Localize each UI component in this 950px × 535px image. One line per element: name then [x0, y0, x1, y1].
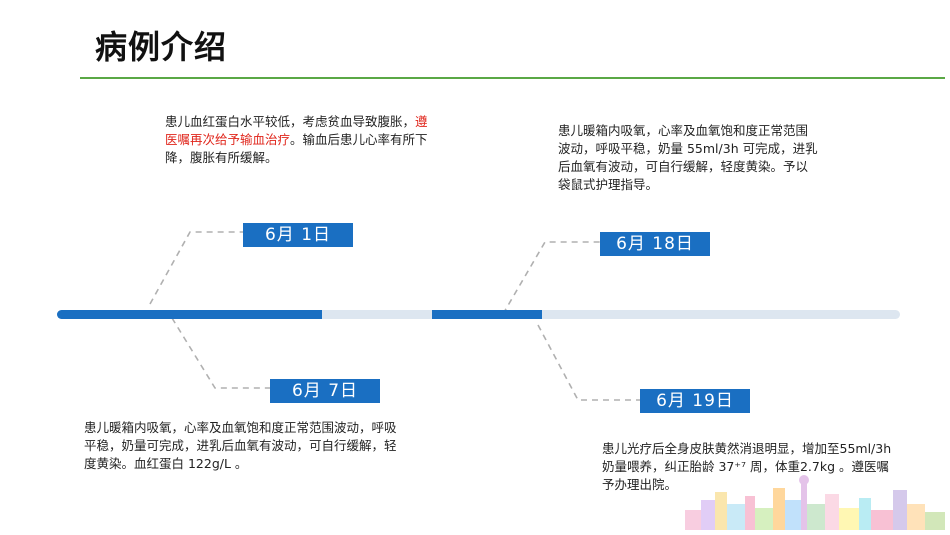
- note-text: 患儿血红蛋白水平较低，考虑贫血导致腹胀，: [165, 114, 416, 129]
- city-skyline-illustration: [685, 475, 945, 530]
- connector-jun7: [171, 317, 270, 389]
- note-text: 。输血后患儿心率有所下降，腹胀有所缓解。: [165, 132, 428, 165]
- date-label-jun19: 6月 19日: [640, 389, 750, 413]
- event-note-jun7: 患儿暖箱内吸氧，心率及血氧饱和度正常范围波动，呼吸平稳，奶量可完成，进乳后血氧有…: [84, 420, 397, 471]
- date-label-jun18: 6月 18日: [600, 232, 710, 256]
- date-label-jun7: 6月 7日: [270, 379, 380, 403]
- timeline-segment-2: [432, 310, 542, 319]
- event-note-jun18: 患儿暖箱内吸氧，心率及血氧饱和度正常范围波动，呼吸平稳，奶量 55ml/3h 可…: [558, 123, 818, 192]
- connector-jun18: [502, 241, 600, 315]
- event-note-jun19: 患儿光疗后全身皮肤黄然消退明显，增加至55ml/3h 奶量喂养，纠正胎龄 37⁺…: [602, 441, 892, 492]
- event-note-jun1: 患儿血红蛋白水平较低，考虑贫血导致腹胀，遵医嘱再次给予输血治疗。输血后患儿心率有…: [165, 113, 435, 167]
- connector-jun19: [537, 324, 640, 401]
- connector-jun1: [149, 231, 243, 305]
- title-divider: [80, 77, 945, 79]
- date-label-jun1: 6月 1日: [243, 223, 353, 247]
- note-highlight: 遵医嘱再次给予输血治疗: [165, 114, 428, 147]
- page-title: 病例介绍: [95, 28, 228, 66]
- timeline-segment-1: [57, 310, 322, 319]
